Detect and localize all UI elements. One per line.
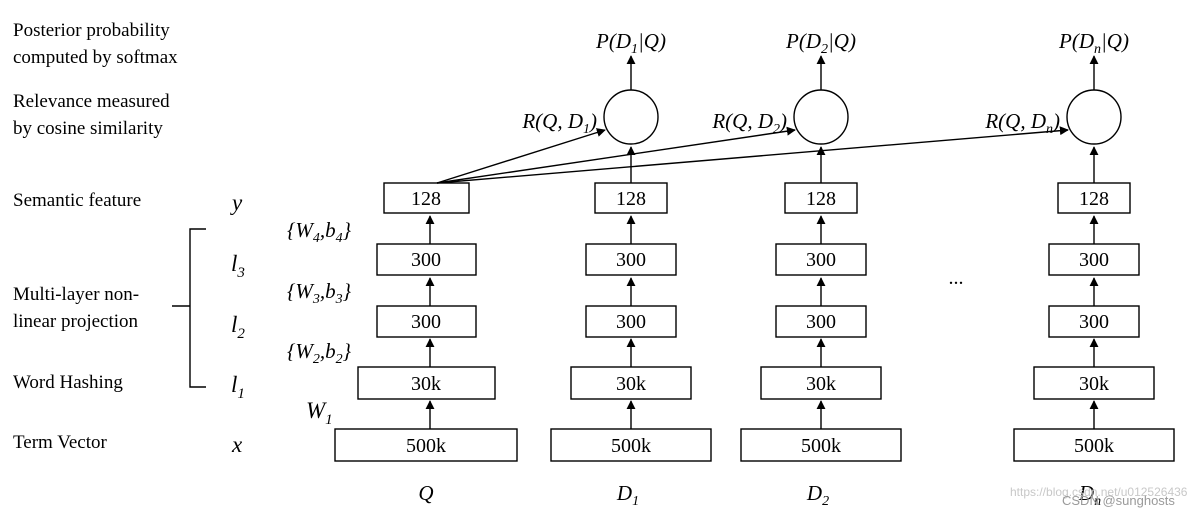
q-to-docs-connections xyxy=(436,126,1069,184)
projection-bracket xyxy=(172,228,206,388)
d2-box-300b xyxy=(775,305,867,338)
weight-w2b2: {W2,b2} xyxy=(287,339,352,367)
svg-text:l3: l3 xyxy=(231,251,245,281)
d1-box-128 xyxy=(594,182,668,214)
word-hashing-label: Word Hashing xyxy=(13,372,123,393)
layer-l3-sub: 3 xyxy=(236,265,245,281)
layer-l2: l xyxy=(231,312,237,337)
d2-relevance-label: R(Q, D2) xyxy=(711,109,787,137)
watermark-credit: CSDN @sunghosts xyxy=(1062,493,1175,508)
column-q: 500k 30k 300 300 128 Q xyxy=(334,182,518,505)
d1-label-30k: 30k xyxy=(616,373,646,395)
layer-x: x xyxy=(231,432,243,457)
d2-label-300b: 300 xyxy=(806,311,836,333)
d1-box-300a xyxy=(585,243,677,276)
layer-symbols: y l3 l2 l1 x xyxy=(230,190,245,457)
q-label-300a: 300 xyxy=(411,249,441,271)
weight-w1: W1 xyxy=(306,398,333,428)
q-box-300a xyxy=(376,243,477,276)
d1-relevance-label: R(Q, D1) xyxy=(521,109,597,137)
term-vector-label: Term Vector xyxy=(13,432,107,453)
layer-l1: l xyxy=(231,372,237,397)
d2-label-300a: 300 xyxy=(806,249,836,271)
d1-label-128: 128 xyxy=(616,188,646,210)
d2-posterior-label: P(D2|Q) xyxy=(785,29,856,57)
d1-cosine-node xyxy=(603,89,659,145)
dn-label-500k: 500k xyxy=(1074,435,1114,457)
q-to-d1-line xyxy=(436,128,606,184)
left-labels: Posterior probability computed by softma… xyxy=(13,20,178,453)
multilayer-label-2: linear projection xyxy=(13,311,139,332)
dn-box-300a xyxy=(1048,243,1140,276)
d2-box-500k xyxy=(740,428,902,462)
weight-w4b4: {W4,b4} xyxy=(287,218,352,246)
dn-label-300b: 300 xyxy=(1079,311,1109,333)
svg-text:l2: l2 xyxy=(231,312,245,342)
posterior-label-2: computed by softmax xyxy=(13,47,178,68)
weight-w3b3: {W3,b3} xyxy=(287,279,352,307)
d2-label-30k: 30k xyxy=(806,373,836,395)
dn-label-128: 128 xyxy=(1079,188,1109,210)
d2-cosine-node xyxy=(793,89,849,145)
layer-y: y xyxy=(230,190,243,215)
relevance-label-1: Relevance measured xyxy=(13,91,170,112)
weight-labels: {W4,b4} {W3,b3} {W2,b2} W1 xyxy=(287,218,352,428)
q-label-300b: 300 xyxy=(411,311,441,333)
q-label-500k: 500k xyxy=(406,435,446,457)
d1-label-500k: 500k xyxy=(611,435,651,457)
dn-posterior-label: P(Dn|Q) xyxy=(1058,29,1129,57)
q-column-label: Q xyxy=(418,481,433,505)
dn-box-500k xyxy=(1013,428,1175,462)
multilayer-label-1: Multi-layer non- xyxy=(13,284,139,305)
column-d1: 500k 30k 300 300 128 R(Q, D1) P(D1|Q) D1 xyxy=(521,29,712,509)
q-box-500k xyxy=(334,428,518,462)
posterior-label-1: Posterior probability xyxy=(13,20,170,41)
d1-label-300a: 300 xyxy=(616,249,646,271)
semantic-feature-label: Semantic feature xyxy=(13,190,141,211)
column-d2: 500k 30k 300 300 128 R(Q, D2) P(D2|Q) D2 xyxy=(711,29,902,509)
q-label-128: 128 xyxy=(411,188,441,210)
relevance-label-2: by cosine similarity xyxy=(13,118,163,139)
d1-box-30k xyxy=(570,366,692,400)
dn-label-30k: 30k xyxy=(1079,373,1109,395)
d2-box-128 xyxy=(784,182,858,214)
dn-cosine-node xyxy=(1066,89,1122,145)
layer-l3: l xyxy=(231,251,237,276)
layer-l1-sub: 1 xyxy=(237,386,245,402)
dn-relevance-label: R(Q, Dn) xyxy=(984,109,1060,137)
ellipsis: ... xyxy=(949,267,964,289)
q-to-d2-line xyxy=(436,126,796,184)
q-to-dn-line xyxy=(436,126,1069,184)
svg-text:l1: l1 xyxy=(231,372,245,402)
d2-label-128: 128 xyxy=(806,188,836,210)
dn-box-300b xyxy=(1048,305,1140,338)
d2-box-300a xyxy=(775,243,867,276)
dn-column-label: Dn xyxy=(1078,481,1101,509)
d2-label-500k: 500k xyxy=(801,435,841,457)
d1-column-label: D1 xyxy=(616,481,639,509)
q-box-30k xyxy=(357,366,496,400)
column-dn: 500k 30k 300 300 128 R(Q, Dn) P(Dn|Q) Dn xyxy=(984,29,1175,509)
d2-column-label: D2 xyxy=(806,481,829,509)
d1-box-300b xyxy=(585,305,677,338)
layer-l2-sub: 2 xyxy=(237,326,245,342)
q-box-300b xyxy=(376,305,477,338)
d1-posterior-label: P(D1|Q) xyxy=(595,29,666,57)
dn-label-300a: 300 xyxy=(1079,249,1109,271)
d2-box-30k xyxy=(760,366,882,400)
d1-label-300b: 300 xyxy=(616,311,646,333)
watermark-url: https://blog.csdn.net/u012526436 xyxy=(1010,485,1188,499)
q-label-30k: 30k xyxy=(411,373,441,395)
q-box-128 xyxy=(383,182,470,214)
